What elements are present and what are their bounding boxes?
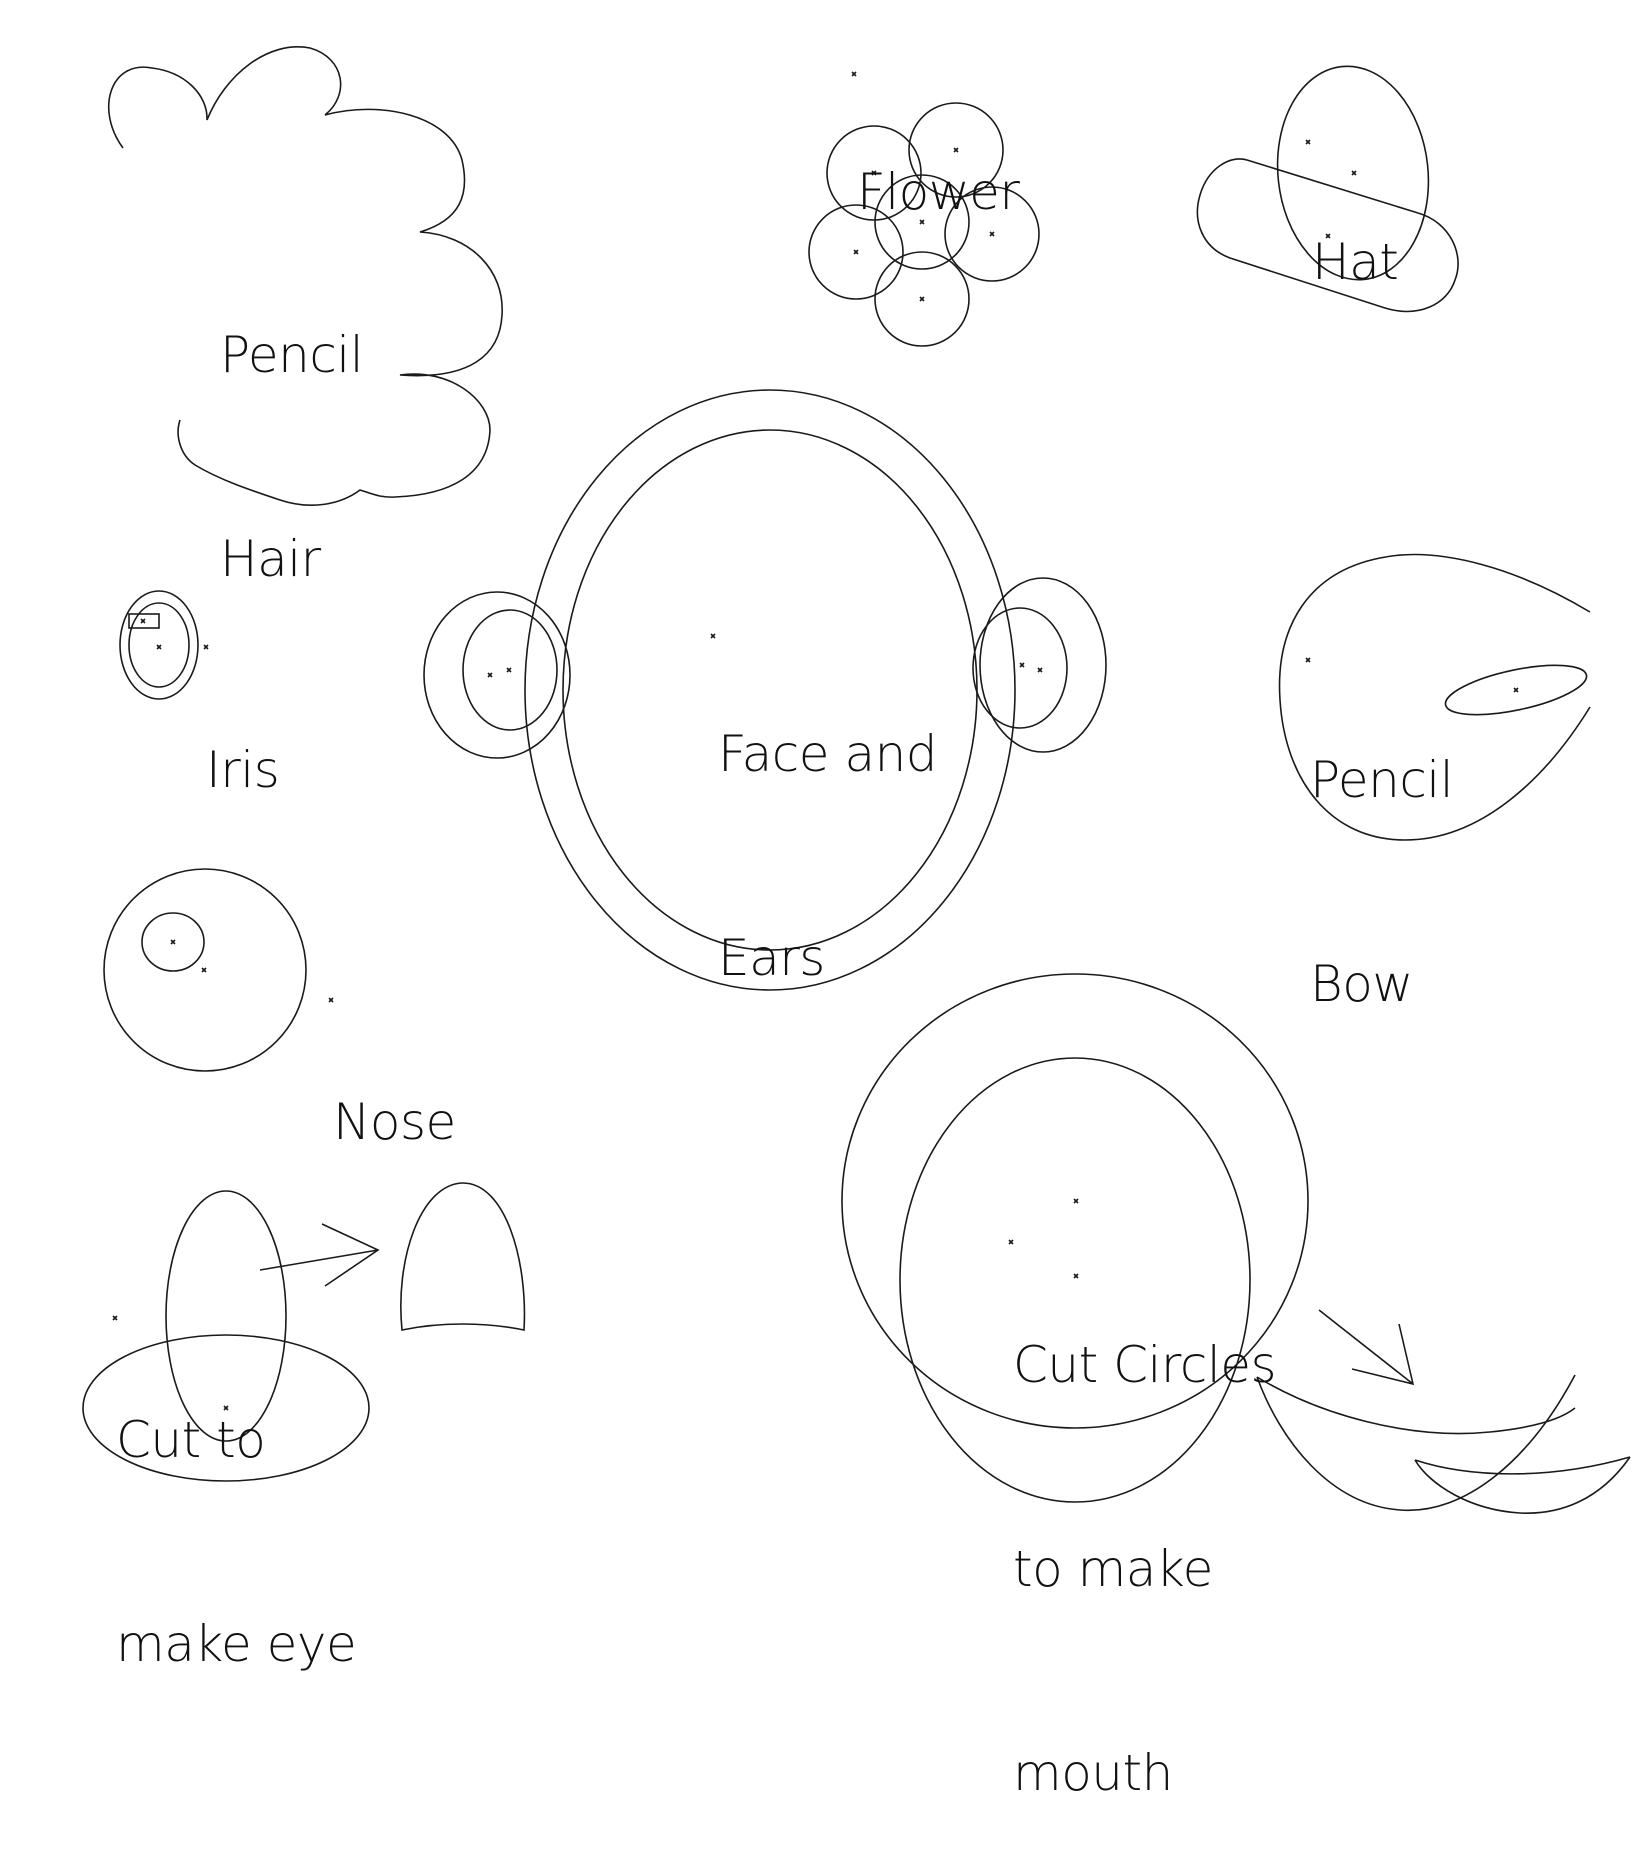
label-face-and-ears: Face and Ears: [718, 725, 938, 987]
label-nose: Nose: [333, 1093, 456, 1151]
label-cut-to-make-eye: Cut to make eye: [116, 1411, 357, 1673]
face-and-ears-shape: [423, 389, 1107, 991]
hat-shape: [1196, 65, 1459, 313]
label-iris: Iris: [206, 741, 280, 799]
pencil-bow-shape: [1278, 553, 1591, 841]
label-cut-circles-to-make-mouth: Cut Circles to make mouth: [1013, 1336, 1277, 1802]
cut-circles-to-make-mouth-shape: [841, 973, 1631, 1514]
label-pencil-bow: Pencil Bow: [1310, 751, 1454, 1013]
pencil-hair-shape: [107, 46, 503, 506]
iris-shape: [119, 590, 209, 700]
drawing-canvas: [82, 46, 1631, 1514]
flower-shape: [808, 71, 1040, 347]
label-hat: Hat: [1312, 233, 1399, 291]
label-flower: Flower: [857, 163, 1020, 221]
cut-to-make-eye-shape: [82, 1182, 526, 1482]
label-pencil-hair: Pencil Hair: [220, 326, 364, 588]
nose-shape: [103, 868, 334, 1072]
